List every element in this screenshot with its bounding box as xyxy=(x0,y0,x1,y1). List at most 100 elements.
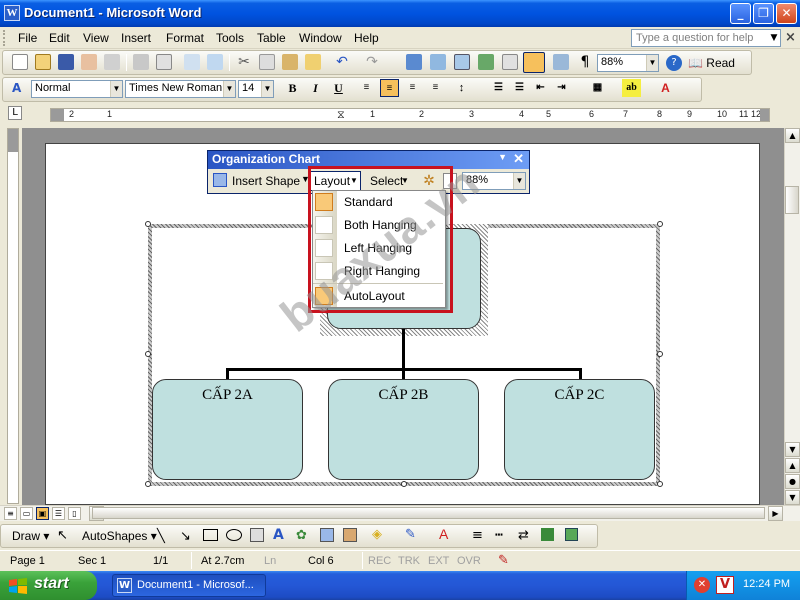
insert-shape-icon[interactable] xyxy=(213,173,227,187)
menu-file[interactable]: File xyxy=(18,31,38,45)
chevron-down-icon[interactable]: ▼ xyxy=(646,55,658,71)
arrow-style-icon[interactable]: ⇄ xyxy=(518,528,529,543)
tray-v-icon[interactable]: V xyxy=(716,576,734,594)
columns-icon[interactable] xyxy=(502,54,518,70)
select-browse-object-button[interactable]: ● xyxy=(785,474,800,489)
new-document-icon[interactable] xyxy=(12,54,28,70)
show-hide-icon[interactable]: ¶ xyxy=(580,54,590,70)
spelling-icon[interactable] xyxy=(184,54,200,70)
numbering-button[interactable]: ☰ xyxy=(494,82,503,93)
menu-edit[interactable]: Edit xyxy=(49,31,70,45)
resize-handle[interactable] xyxy=(657,351,663,357)
open-folder-icon[interactable] xyxy=(35,54,51,70)
increase-indent-button[interactable]: ⇥ xyxy=(557,82,566,93)
highlight-button[interactable]: ab xyxy=(622,79,641,97)
normal-view-button[interactable]: ≡ xyxy=(4,507,17,520)
insert-excel-icon[interactable] xyxy=(478,54,494,70)
status-trk[interactable]: TRK xyxy=(398,555,420,567)
borders-button[interactable]: ▦ xyxy=(592,82,603,93)
word-app-icon[interactable]: W xyxy=(4,5,20,21)
align-left-button[interactable]: ≡ xyxy=(363,82,370,93)
next-page-button[interactable]: ▼ xyxy=(785,490,800,505)
org-box-2a[interactable]: CẤP 2A xyxy=(152,379,303,480)
zoom-select[interactable]: 88% ▼ xyxy=(597,54,659,72)
title-bar[interactable]: W Document1 - Microsoft Word _ ❐ ✕ xyxy=(0,0,800,27)
status-ext[interactable]: EXT xyxy=(428,555,450,567)
justify-button[interactable]: ≡ xyxy=(432,82,439,93)
fill-color-icon[interactable]: ◈ xyxy=(372,527,382,542)
cut-icon[interactable]: ✂ xyxy=(238,54,250,70)
draw-font-color-icon[interactable]: A xyxy=(439,526,449,542)
rectangle-tool-icon[interactable] xyxy=(203,529,218,541)
underline-button[interactable]: U xyxy=(334,81,343,95)
restore-button[interactable]: ❐ xyxy=(753,3,774,24)
draw-menu-button[interactable]: Draw ▾ xyxy=(12,529,50,543)
hyperlink-icon[interactable] xyxy=(406,54,422,70)
status-rec[interactable]: REC xyxy=(368,555,392,567)
chevron-down-icon[interactable]: ▼ xyxy=(513,173,525,189)
print-preview-icon[interactable] xyxy=(156,54,172,70)
horizontal-ruler[interactable]: 2 1 ⧖ 1 2 3 4 5 6 7 8 9 10 11 12 xyxy=(0,104,800,126)
vertical-ruler[interactable] xyxy=(3,128,21,504)
resize-handle[interactable] xyxy=(145,221,151,227)
print-layout-button[interactable]: ▣ xyxy=(36,507,49,520)
menu-item-right-hanging[interactable]: Right Hanging xyxy=(344,264,421,278)
font-color-button[interactable]: A xyxy=(661,81,670,95)
web-view-button[interactable]: ▭ xyxy=(20,507,33,520)
menu-view[interactable]: View xyxy=(83,31,109,45)
menu-help[interactable]: Help xyxy=(354,31,379,45)
select-button[interactable]: Select xyxy=(370,174,404,188)
decrease-indent-button[interactable]: ⇤ xyxy=(536,82,545,93)
copy-icon[interactable] xyxy=(259,54,275,70)
scroll-up-button[interactable]: ▲ xyxy=(785,128,800,143)
resize-handle[interactable] xyxy=(657,481,663,487)
menu-item-standard[interactable]: Standard xyxy=(344,195,393,209)
undo-icon[interactable]: ↶ xyxy=(336,54,348,70)
close-document-icon[interactable]: × xyxy=(785,30,796,45)
menu-tools[interactable]: Tools xyxy=(216,31,245,45)
ask-question-input[interactable]: Type a question for help xyxy=(631,29,781,47)
scroll-down-button[interactable]: ▼ xyxy=(785,442,800,457)
menu-item-autolayout[interactable]: AutoLayout xyxy=(344,289,405,303)
print-icon[interactable] xyxy=(133,54,149,70)
menu-table[interactable]: Table xyxy=(257,31,286,45)
save-icon[interactable] xyxy=(58,54,74,70)
chevron-down-icon[interactable]: ▼ xyxy=(301,174,310,184)
insert-shape-button[interactable]: Insert Shape xyxy=(232,174,301,188)
resize-handle[interactable] xyxy=(145,351,151,357)
resize-handle[interactable] xyxy=(145,481,151,487)
org-box-2b[interactable]: CẤP 2B xyxy=(328,379,479,480)
align-right-button[interactable]: ≡ xyxy=(409,82,416,93)
spelling-status-icon[interactable]: ✎ xyxy=(498,553,509,568)
menu-format[interactable]: Format xyxy=(166,31,205,45)
format-painter-icon[interactable] xyxy=(305,54,321,70)
paste-icon[interactable] xyxy=(282,54,298,70)
vertical-scroll-thumb[interactable] xyxy=(785,186,799,214)
styles-icon[interactable]: A xyxy=(12,81,22,95)
autoshapes-button[interactable]: AutoShapes ▾ xyxy=(82,529,157,543)
email-icon[interactable] xyxy=(104,54,120,70)
font-size-select[interactable]: 14 ▼ xyxy=(238,80,274,98)
outline-view-button[interactable]: ☰ xyxy=(52,507,65,520)
chevron-down-icon[interactable]: ▼ xyxy=(770,33,778,43)
scroll-right-button[interactable]: ▶ xyxy=(768,506,783,521)
clipart-icon[interactable] xyxy=(320,528,334,542)
chevron-down-icon[interactable]: ▼ xyxy=(223,81,235,97)
horizontal-scroll-thumb[interactable] xyxy=(92,507,765,519)
style-select[interactable]: Normal ▼ xyxy=(31,80,123,98)
line-tool-icon[interactable]: ╲ xyxy=(157,529,165,544)
autoformat-icon[interactable]: ✲ xyxy=(423,173,435,189)
dash-style-icon[interactable]: ┅ xyxy=(495,528,503,543)
redo-icon[interactable]: ↷ xyxy=(366,54,378,70)
previous-page-button[interactable]: ▲ xyxy=(785,458,800,473)
org-chart-toolbar-title[interactable]: Organization Chart ▼ ✕ xyxy=(208,151,529,169)
oval-tool-icon[interactable] xyxy=(226,529,242,541)
help-icon[interactable]: ? xyxy=(666,55,682,71)
3d-style-icon[interactable] xyxy=(565,528,578,541)
italic-button[interactable]: I xyxy=(313,81,318,95)
font-select[interactable]: Times New Roman ▼ xyxy=(125,80,236,98)
status-ovr[interactable]: OVR xyxy=(457,555,481,567)
tray-alert-icon[interactable]: ✕ xyxy=(694,577,710,593)
menu-window[interactable]: Window xyxy=(299,31,342,45)
chevron-down-icon[interactable]: ▼ xyxy=(110,81,122,97)
